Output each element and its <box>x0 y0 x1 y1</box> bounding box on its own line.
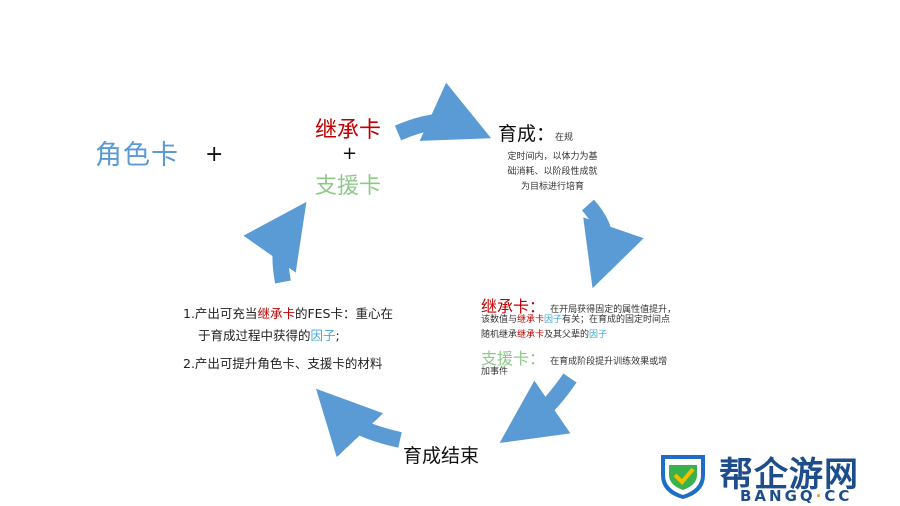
watermark-sub-b: CC <box>824 487 853 505</box>
training-desc-1: 在规 <box>555 133 574 143</box>
arrow-top <box>394 82 492 141</box>
output-text: 2.产出可提升角色卡、支援卡的材料 <box>183 356 383 371</box>
factor-ref: 因子 <box>589 330 608 340</box>
watermark-brand: 帮企游网 <box>719 455 859 495</box>
training-title: 育成： <box>498 123 556 145</box>
training-desc-4: 为目标进行培育 <box>520 182 584 192</box>
watermark-logo <box>655 449 711 501</box>
factor-ref: 因子 <box>310 328 336 343</box>
support-card-label: 支援卡 <box>315 174 382 199</box>
training-desc-3: 础消耗、以阶段性成就 <box>507 167 598 177</box>
support-detail-line1: 在育成阶段提升训练效果或增 <box>550 357 668 367</box>
training-end-label: 育成结束 <box>403 445 480 467</box>
inherit-detail-body: 该数值与继承卡因子有关；在育成的固定时间点 随机继承继承卡及其父辈的因子 <box>481 313 711 343</box>
support-detail: 支援卡： 在育成阶段提升训练效果或增 <box>481 345 711 370</box>
inherit-card-ref: 继承卡 <box>517 330 545 340</box>
inherit-text: 随机继承 <box>481 330 518 340</box>
output-text: 于育成过程中获得的 <box>198 328 311 343</box>
plus-sign: + <box>205 142 224 167</box>
output-block: 1.产出可充当继承卡的FES卡：重心在 于育成过程中获得的因子; 2.产出可提升… <box>183 303 413 375</box>
role-card-label: 角色卡 <box>95 140 179 171</box>
arrow-left <box>243 201 307 284</box>
support-detail-line2: 加事件 <box>481 367 509 377</box>
inherit-card-ref: 继承卡 <box>257 306 295 321</box>
arrow-bottom-left <box>316 388 402 458</box>
training-block: 育成：在规 <box>498 119 618 146</box>
watermark-sub-a: BANGQ <box>740 487 816 505</box>
arrow-right <box>581 199 644 289</box>
inherit-text: 该数值与 <box>481 315 518 325</box>
inherit-detail: 继承卡： 在开局获得固定的属性值提升， <box>481 293 711 318</box>
shield-logo-icon <box>661 455 705 499</box>
plus-sign-2: + <box>342 143 358 164</box>
watermark-sub: BANGQ·CC <box>740 487 852 505</box>
inherit-text: 及其父辈的 <box>544 330 590 340</box>
inherit-detail-line1: 在开局获得固定的属性值提升， <box>550 305 677 315</box>
training-desc: 定时间内，以体力为基 础消耗、以阶段性成就 为目标进行培育 <box>495 150 610 195</box>
inherit-text: 有关；在育成的固定时间点 <box>562 315 671 325</box>
arrow-bottom-right <box>499 373 577 444</box>
watermark-dot: · <box>815 487 825 505</box>
training-desc-2: 定时间内，以体力为基 <box>507 152 598 162</box>
output-text: 1.产出可充当 <box>183 306 258 321</box>
output-text: ; <box>335 328 340 343</box>
factor-ref: 因子 <box>544 315 563 325</box>
inherit-detail-title: 继承卡： <box>481 297 546 316</box>
support-detail-title: 支援卡： <box>481 349 546 368</box>
inherit-card-label: 继承卡 <box>315 118 382 143</box>
output-text: 的FES卡：重心在 <box>294 306 393 321</box>
inherit-card-ref: 继承卡 <box>517 315 545 325</box>
